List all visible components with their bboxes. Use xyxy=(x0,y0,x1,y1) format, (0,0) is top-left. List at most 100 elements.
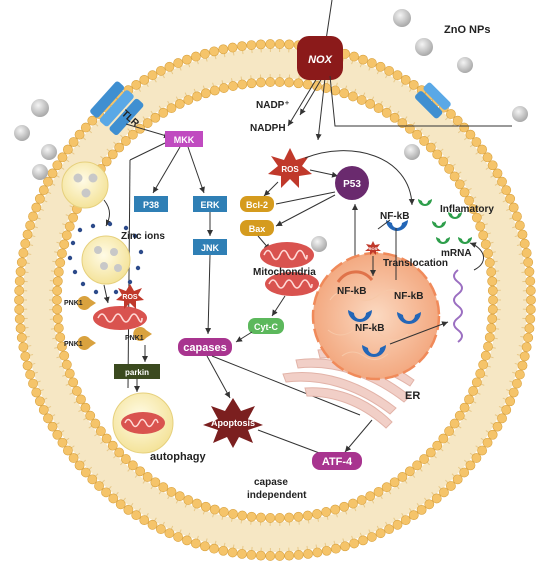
lipid-head xyxy=(265,77,276,87)
lipid-head xyxy=(483,341,493,352)
nfkb-protein-icon xyxy=(348,310,372,322)
lipid-head xyxy=(87,474,98,485)
endosome-vesicle xyxy=(61,161,109,209)
lipid-head xyxy=(57,341,67,352)
p53-label: P53 xyxy=(343,179,361,190)
lipid-head xyxy=(246,550,257,560)
lipid-head xyxy=(366,58,377,68)
lipid-head xyxy=(25,369,36,380)
lipid-head xyxy=(107,149,118,160)
lipid-head xyxy=(20,238,31,249)
lipid-head xyxy=(80,402,91,413)
lipid-head xyxy=(358,54,368,65)
lipid-head xyxy=(68,212,79,223)
lipid-head xyxy=(381,482,392,493)
nadp-plus-label: NADP⁺ xyxy=(256,100,290,111)
lipid-head xyxy=(265,39,276,49)
lipid-head xyxy=(444,426,455,437)
lipid-head xyxy=(57,248,67,259)
lipid-head xyxy=(68,453,79,463)
lipid-head xyxy=(115,499,126,510)
lipid-head xyxy=(16,257,27,268)
lipid-head xyxy=(312,509,322,519)
lipid-head xyxy=(228,81,238,91)
lipid-head xyxy=(408,79,419,90)
pnk1-label: PNK1 xyxy=(64,300,83,307)
lipid-head xyxy=(47,168,58,179)
lipid-head xyxy=(375,61,386,72)
lipid-head xyxy=(468,386,479,396)
lipid-head xyxy=(164,61,175,72)
lipid-head xyxy=(475,221,486,232)
zinc-ion-dots xyxy=(67,221,144,295)
ros-label: ROS xyxy=(369,246,378,251)
lipid-head xyxy=(525,276,536,286)
p53-protein xyxy=(335,166,369,200)
lipid-head xyxy=(18,342,29,352)
lipid-head xyxy=(303,548,313,559)
mitochondrion-icon xyxy=(260,242,319,296)
lipid-head xyxy=(174,491,185,502)
lipid-head xyxy=(80,467,91,478)
ros-starburst-icon xyxy=(365,241,381,255)
nanoparticle-icon xyxy=(512,106,528,122)
er-label: ER xyxy=(405,390,420,402)
lipid-head xyxy=(183,495,194,505)
p38-label: P38 xyxy=(143,200,159,210)
lipid-head xyxy=(519,351,530,362)
lipid-head xyxy=(501,404,512,415)
lipid-head xyxy=(486,323,497,333)
nfkb-label: NF-kB xyxy=(380,211,409,222)
lipid-head xyxy=(15,266,26,277)
jnk-label: JNK xyxy=(201,243,220,253)
lipid-head xyxy=(412,129,423,140)
cytc-box xyxy=(248,318,284,334)
lipid-head xyxy=(330,85,341,96)
lipid-head xyxy=(480,239,491,250)
lipid-head xyxy=(14,276,25,286)
lipid-head xyxy=(425,142,436,153)
lipid-head xyxy=(255,550,266,561)
nox-label: NOX xyxy=(308,54,333,66)
lipid-head xyxy=(432,149,443,160)
lipid-head xyxy=(487,285,498,296)
lipid-head xyxy=(274,551,285,561)
lipid-head xyxy=(392,519,403,530)
lipid-head xyxy=(200,88,211,99)
lipid-head xyxy=(227,547,238,558)
lipid-head xyxy=(43,176,53,187)
lipid-head xyxy=(31,202,42,213)
lipid-head xyxy=(454,179,465,190)
lipid-head xyxy=(517,360,528,371)
lipid-head xyxy=(492,168,503,179)
lipid-head xyxy=(416,504,427,515)
lipid-head xyxy=(444,163,455,174)
lipid-head xyxy=(439,487,449,498)
lipid-head xyxy=(487,276,498,287)
capase-independent-line1: capase xyxy=(254,477,288,488)
lipid-head xyxy=(412,460,423,471)
lipid-head xyxy=(293,511,304,522)
cytc-label: Cyt-C xyxy=(254,322,278,332)
nanoparticle-icon xyxy=(415,38,433,56)
lipid-head xyxy=(514,220,525,231)
lipid-head xyxy=(34,193,45,204)
lipid-head xyxy=(14,304,25,315)
nanoparticle-icon xyxy=(457,57,473,73)
lipid-head xyxy=(16,332,27,343)
lipid-head xyxy=(147,70,158,81)
lipid-head xyxy=(424,499,435,510)
lipid-head xyxy=(468,204,479,214)
lipid-head xyxy=(158,482,169,493)
apoptosis-label: Apoptosis xyxy=(211,418,255,428)
lipid-head xyxy=(237,79,248,90)
lipid-head xyxy=(389,112,400,123)
lipid-head xyxy=(365,98,376,109)
lipid-head xyxy=(31,387,42,398)
lipid-head xyxy=(123,504,134,515)
lipid-head xyxy=(190,538,201,549)
lipid-head xyxy=(339,88,350,99)
ros-starburst-icon xyxy=(116,284,144,309)
lipid-head xyxy=(150,477,161,488)
nfkb-protein-icon xyxy=(397,312,421,324)
